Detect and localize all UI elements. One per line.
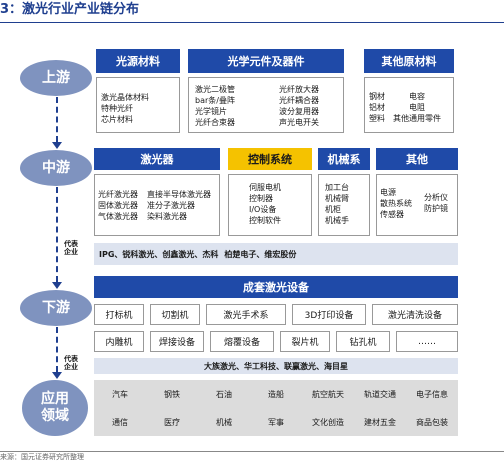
- mechanical-item: 加工台: [325, 183, 349, 192]
- equipment-cell: 焊接设备: [150, 331, 204, 352]
- application-item: 钢铁: [164, 389, 180, 399]
- optical-item: 光学镜片: [195, 107, 227, 116]
- equipment-cell: 钻孔机: [336, 331, 390, 352]
- optical-item: bar条/叠阵: [195, 96, 235, 105]
- footer-divider: [0, 451, 504, 452]
- downstream-rep-companies: 大族激光、华工科技、联赢激光、海目星: [204, 361, 348, 371]
- downstream-header: 成套激光设备: [94, 276, 458, 298]
- light-source-box: 激光晶体材料 特种光纤 芯片材料: [96, 77, 180, 133]
- equipment-cell: 激光手术系: [206, 304, 286, 325]
- raw-item: 塑料: [369, 114, 385, 123]
- raw-item: 其他通用零件: [393, 114, 441, 123]
- raw-item: 铝材: [369, 103, 385, 112]
- application-item: 商品包装: [416, 417, 448, 427]
- midstream-other-box: 电源 散热系统 传感器 分析仪 防护镜: [376, 174, 458, 236]
- stage-midstream: 中游: [20, 150, 92, 186]
- page-title: 3：激光行业产业链分布: [0, 2, 140, 17]
- application-item: 文化创造: [312, 417, 344, 427]
- equipment-cell: 熔覆设备: [210, 331, 274, 352]
- other-item: 传感器: [380, 210, 404, 219]
- application-item: 石油: [216, 389, 232, 399]
- application-item: 汽车: [112, 389, 128, 399]
- laser-item: 固体激光器: [98, 201, 138, 210]
- equipment-cell: 3D打印设备: [292, 304, 366, 325]
- equipment-cell: 内雕机: [94, 331, 144, 352]
- equipment-cell: 裂片机: [280, 331, 330, 352]
- mechanical-item: 机械手: [325, 216, 349, 225]
- application-item: 军事: [268, 417, 284, 427]
- laser-item: 直接半导体激光器: [147, 190, 211, 199]
- laser-item: 气体激光器: [98, 212, 138, 221]
- laser-item: 准分子激光器: [147, 201, 195, 210]
- midstream-other-header: 其他: [376, 148, 458, 170]
- application-item: 通信: [112, 417, 128, 427]
- optical-item: 声光电开关: [279, 118, 319, 127]
- optical-item: 光纤耦合器: [279, 96, 319, 105]
- stage-downstream: 下游: [20, 290, 92, 326]
- light-source-header: 光源材料: [96, 49, 180, 73]
- equipment-cell: 打标机: [94, 304, 144, 325]
- mechanical-item: 机械臂: [325, 194, 349, 203]
- stage-upstream: 上游: [20, 60, 92, 96]
- midstream-rep-label: 代表企业: [64, 240, 78, 256]
- control-item: 控制器: [249, 194, 273, 203]
- other-item: 散热系统: [380, 199, 412, 208]
- application-item: 机械: [216, 417, 232, 427]
- application-item: 航空航天: [312, 389, 344, 399]
- mechanical-box: 加工台 机械臂 机柜 机械手: [318, 174, 370, 236]
- other-item: 分析仪: [424, 193, 448, 202]
- midstream-rep-companies: IPG、锐科激光、创鑫激光、杰科: [99, 249, 219, 259]
- application-item: 轨道交通: [364, 389, 396, 399]
- midstream-rep-bar: IPG、锐科激光、创鑫激光、杰科 柏楚电子、维宏股份: [94, 243, 458, 265]
- mechanical-header: 机械系: [318, 148, 370, 170]
- mechanical-item: 机柜: [325, 205, 341, 214]
- title-divider: [0, 22, 504, 23]
- midstream-rep-companies-extra: 柏楚电子、维宏股份: [224, 249, 297, 259]
- application-item: 建材五金: [364, 417, 396, 427]
- application-box: [94, 380, 458, 436]
- source-note: 来源：国元证券研究所整理: [0, 453, 84, 461]
- control-system-box: 伺服电机 控制器 I/O设备 控制软件: [228, 174, 312, 236]
- other-item: 电源: [380, 188, 396, 197]
- application-item: 医疗: [164, 417, 180, 427]
- laser-item: 染料激光器: [147, 212, 187, 221]
- light-source-item: 激光晶体材料: [101, 93, 149, 102]
- flow-arrow-line: [56, 327, 58, 372]
- flow-arrow-head: [52, 142, 62, 149]
- optical-item: 光纤放大器: [279, 85, 319, 94]
- application-item: 造船: [268, 389, 284, 399]
- raw-item: 钢材: [369, 92, 385, 101]
- flow-arrow-head: [52, 372, 62, 379]
- light-source-item: 芯片材料: [101, 115, 133, 124]
- flow-arrow-line: [56, 97, 58, 142]
- equipment-cell: 切割机: [150, 304, 200, 325]
- other-raw-header: 其他原材料: [364, 49, 454, 73]
- light-source-item: 特种光纤: [101, 104, 133, 113]
- raw-item: 电容: [409, 92, 425, 101]
- downstream-rep-bar: 大族激光、华工科技、联赢激光、海目星: [94, 358, 458, 374]
- flow-arrow-head: [52, 282, 62, 289]
- downstream-rep-label: 代表企业: [64, 355, 78, 371]
- equipment-cell: 激光清洗设备: [372, 304, 458, 325]
- optical-item: 波分复用器: [279, 107, 319, 116]
- laser-header: 激光器: [94, 148, 220, 170]
- optical-components-box: 激光二极管 bar条/叠阵 光学镜片 光纤合束器 光纤放大器 光纤耦合器 波分复…: [188, 77, 344, 133]
- control-item: 控制软件: [249, 216, 281, 225]
- optical-item: 激光二极管: [195, 85, 235, 94]
- stage-application: 应用领域: [22, 380, 88, 436]
- equipment-cell: ……: [396, 331, 458, 352]
- control-item: I/O设备: [249, 205, 277, 214]
- raw-item: 电阻: [409, 103, 425, 112]
- other-item: 防护镜: [424, 204, 448, 213]
- other-raw-box: 钢材 电容 铝材 电阻 塑料 其他通用零件: [364, 77, 454, 133]
- laser-item: 光纤激光器: [98, 190, 138, 199]
- optical-components-header: 光学元件及器件: [188, 49, 344, 73]
- application-item: 电子信息: [416, 389, 448, 399]
- control-system-header: 控制系统: [228, 148, 312, 170]
- optical-item: 光纤合束器: [195, 118, 235, 127]
- control-item: 伺服电机: [249, 183, 281, 192]
- flow-arrow-line: [56, 187, 58, 282]
- laser-box: 光纤激光器 固体激光器 气体激光器 直接半导体激光器 准分子激光器 染料激光器: [94, 174, 220, 236]
